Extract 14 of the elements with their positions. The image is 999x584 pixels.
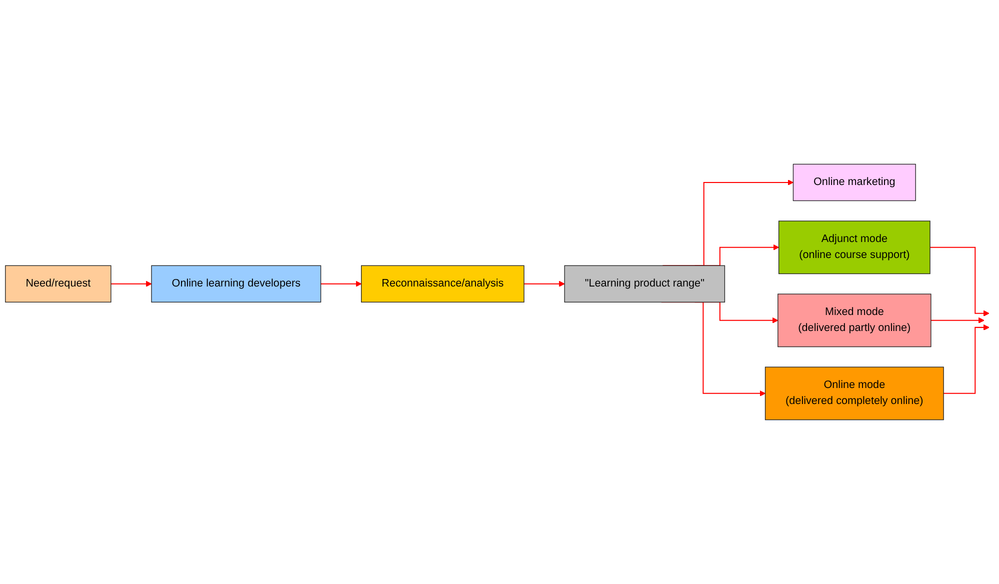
arrow	[320, 280, 362, 287]
node-box: Need/request	[5, 265, 112, 302]
node-box: Mixed mode (delivered partly online)	[778, 294, 932, 348]
node-box: "Learning product range"	[564, 265, 726, 302]
arrow	[110, 280, 152, 287]
node-box: Adjunct mode (online course support)	[778, 220, 930, 274]
node-box: Online marketing	[792, 164, 916, 202]
arrow	[524, 280, 565, 287]
node-box: Online mode (delivered completely online)	[764, 366, 944, 420]
arrow	[930, 317, 984, 324]
node-box: Reconnaissance/analysis	[361, 265, 524, 302]
arrow	[930, 246, 990, 316]
arrow	[944, 324, 990, 394]
node-box: Online learning developers	[151, 265, 322, 302]
